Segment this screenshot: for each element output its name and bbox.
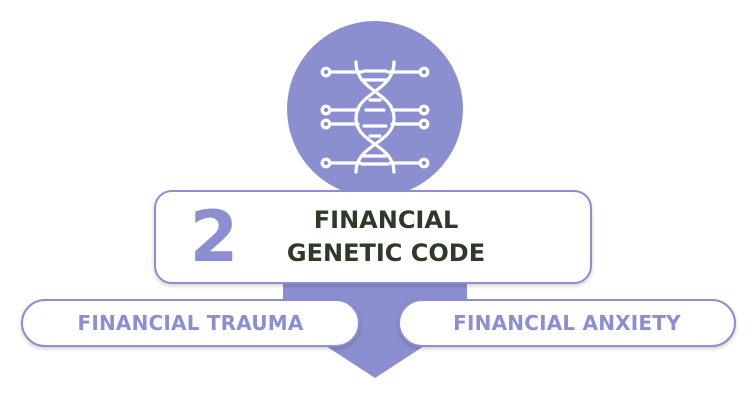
main-step-card: 2 FINANCIAL GENETIC CODE [154,190,592,284]
step-title-line-2: GENETIC CODE [286,239,486,267]
sub-item-financial-anxiety: FINANCIAL ANXIETY [398,299,736,347]
sub-item-financial-trauma: FINANCIAL TRAUMA [21,299,360,347]
step-title-line-1: FINANCIAL [313,206,459,234]
step-number: 2 [189,196,239,278]
dna-helix-icon [320,60,430,174]
step-title: FINANCIAL GENETIC CODE [266,204,506,270]
